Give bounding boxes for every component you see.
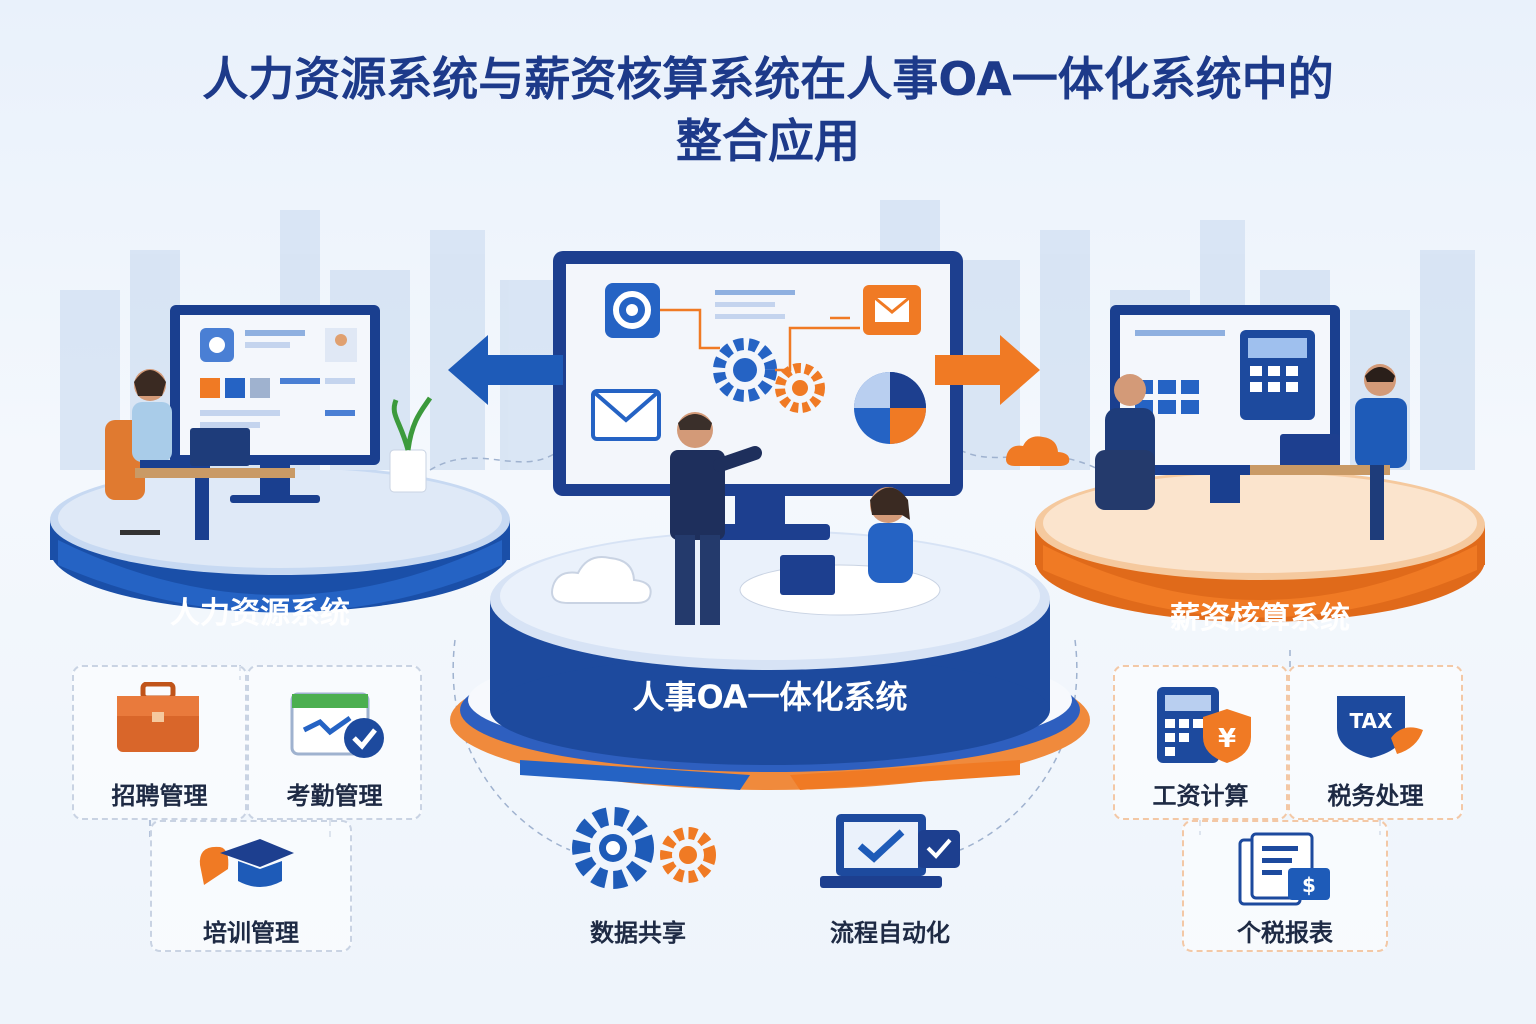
- feature-label-training: 培训管理: [203, 919, 299, 947]
- feature-label-recruit: 招聘管理: [111, 782, 208, 810]
- tax-shield-icon: TAX: [1337, 696, 1423, 758]
- gear-settings-icon: [605, 283, 660, 338]
- feature-label-attendance: 考勤管理: [286, 782, 383, 810]
- title-line-2: 整合应用: [676, 114, 860, 168]
- arrow-left-icon: [448, 335, 563, 405]
- hr-platform-label[interactable]: 人力资源系统: [170, 596, 350, 631]
- feature-label-data-share: 数据共享: [590, 919, 686, 947]
- mail-icon: [863, 285, 921, 335]
- calculator-yen-icon: ¥: [1157, 687, 1251, 763]
- feature-label-report: 个税报表: [1237, 919, 1333, 947]
- document-dollar-icon: $: [1238, 832, 1330, 906]
- arrow-right-icon: [935, 335, 1040, 405]
- cloud-icon: [551, 556, 652, 604]
- payroll-platform-label[interactable]: 薪资核算系统: [1170, 601, 1350, 636]
- payroll-workstation: [1095, 305, 1407, 540]
- page-title: 人力资源系统与薪资核算系统在人事OA一体化系统中的 整合应用: [0, 48, 1536, 172]
- feature-label-tax: 税务处理: [1327, 782, 1424, 810]
- svg-text:TAX: TAX: [1350, 709, 1394, 733]
- hr-platform: [50, 470, 510, 613]
- envelope-icon: [591, 389, 661, 441]
- calendar-check-icon: [290, 692, 384, 758]
- feature-card-training[interactable]: [150, 820, 352, 952]
- title-line-1: 人力资源系统与薪资核算系统在人事OA一体化系统中的: [202, 52, 1334, 106]
- hr-workstation: [105, 305, 433, 540]
- laptop-check-icon: [820, 814, 960, 888]
- orange-cloud-icon: [1006, 436, 1070, 466]
- briefcase-icon: [117, 682, 199, 752]
- gears-icon: [572, 807, 716, 889]
- svg-text:¥: ¥: [1218, 724, 1236, 754]
- feature-label-automation: 流程自动化: [830, 919, 950, 947]
- oa-platform-label[interactable]: 人事OA一体化系统: [632, 678, 908, 716]
- feature-label-salary-calc: 工资计算: [1152, 782, 1249, 810]
- svg-text:$: $: [1302, 873, 1316, 897]
- graduation-cap-icon: [199, 839, 294, 887]
- oa-people: [670, 412, 941, 625]
- pie-chart-icon: [854, 372, 926, 444]
